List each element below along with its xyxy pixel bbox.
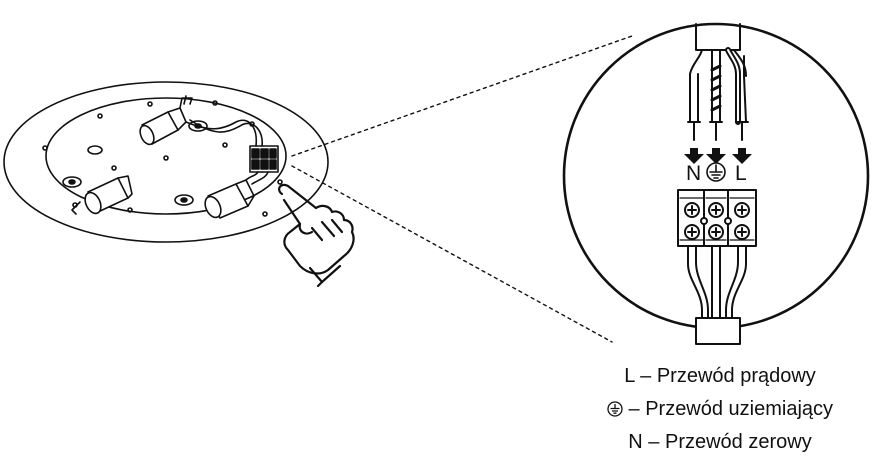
- legend-symbol: N: [628, 431, 643, 453]
- legend-dash: –: [648, 431, 660, 453]
- legend: L – Przewód prądowy – Przewód uziemiając…: [570, 360, 870, 459]
- legend-text: Przewód zerowy: [664, 431, 812, 453]
- live-label: L: [735, 162, 747, 185]
- legend-text: Przewód prądowy: [656, 365, 816, 387]
- lamp-holder-left: [71, 175, 133, 215]
- legend-row-neutral: N – Przewód zerowy: [570, 426, 870, 459]
- lamp-holder-top: [139, 95, 193, 146]
- lamp-holder-right: [204, 179, 255, 219]
- plate-terminal-block: [249, 145, 279, 173]
- legend-text: Przewód uziemiający: [645, 398, 834, 420]
- legend-symbol: L: [624, 365, 635, 387]
- down-arrow-icon: [684, 148, 752, 164]
- zoom-lines: [291, 35, 633, 343]
- pointing-hand-icon: [278, 183, 355, 288]
- earth-ground-icon: [706, 162, 726, 182]
- earth-ground-icon: [607, 401, 623, 417]
- mounting-plate: [3, 81, 329, 243]
- supply-cable: [687, 23, 749, 141]
- legend-row-earth: – Przewód uziemiający: [570, 393, 870, 426]
- neutral-label: N: [686, 162, 701, 185]
- terminal-block: [677, 189, 757, 247]
- legend-row-live: L – Przewód prądowy: [570, 360, 870, 393]
- lamp-wires: [687, 245, 747, 345]
- legend-dash: –: [640, 365, 652, 387]
- legend-dash: –: [628, 398, 640, 420]
